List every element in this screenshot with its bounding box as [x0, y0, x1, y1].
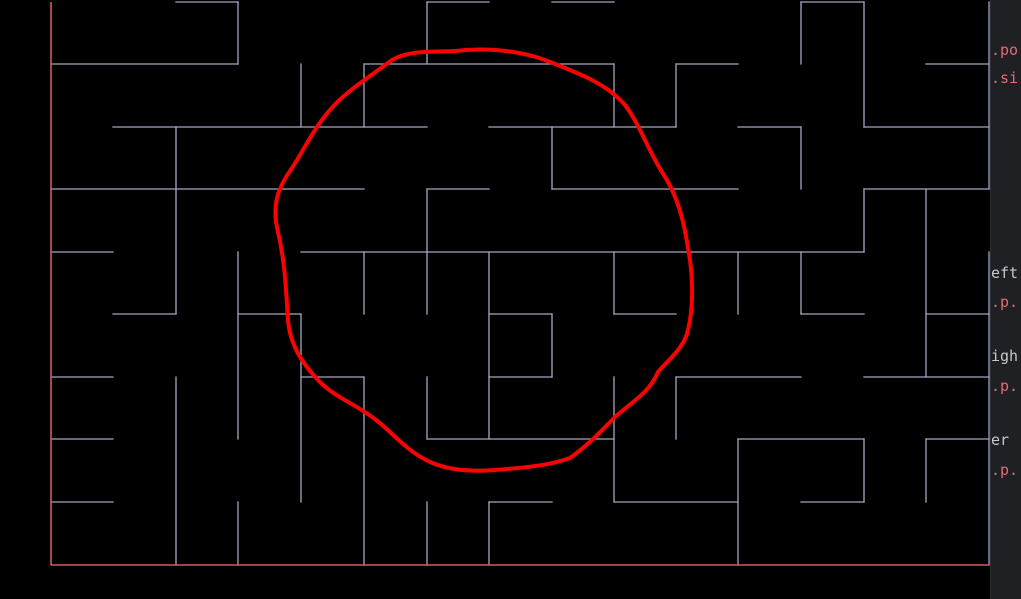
code-line: .p. — [991, 377, 1019, 395]
code-line: er — [991, 431, 1010, 449]
highlight-circle-annotation — [273, 47, 695, 473]
code-line: igh — [991, 347, 1019, 365]
code-line: .si — [991, 69, 1019, 87]
maze-canvas — [0, 0, 990, 599]
maze-border — [50, 2, 989, 566]
side-panel-code-editor: .po .si eft .p. igh .p. er .p. — [990, 0, 1021, 599]
code-line: .p. — [991, 461, 1019, 479]
code-line: eft — [991, 264, 1019, 282]
code-line: .p. — [991, 293, 1019, 311]
maze-background — [0, 0, 990, 599]
code-line: .po — [991, 41, 1019, 59]
